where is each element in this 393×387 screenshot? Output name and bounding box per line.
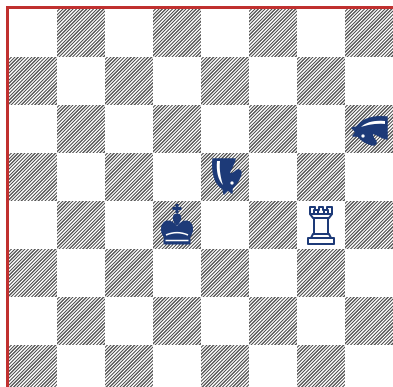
- square-c4[interactable]: [105, 201, 153, 249]
- square-b8[interactable]: [57, 9, 105, 57]
- square-h8[interactable]: [345, 9, 393, 57]
- square-d5[interactable]: [153, 153, 201, 201]
- square-g7[interactable]: [297, 57, 345, 105]
- blue-king-d4[interactable]: [153, 201, 201, 249]
- square-e7[interactable]: [201, 57, 249, 105]
- square-f6[interactable]: [249, 105, 297, 153]
- square-e3[interactable]: [201, 249, 249, 297]
- square-b5[interactable]: [57, 153, 105, 201]
- knight-icon: [345, 105, 393, 153]
- square-h5[interactable]: [345, 153, 393, 201]
- square-e5[interactable]: [201, 153, 249, 201]
- square-g4[interactable]: [297, 201, 345, 249]
- square-h6[interactable]: [345, 105, 393, 153]
- square-g5[interactable]: [297, 153, 345, 201]
- square-h4[interactable]: [345, 201, 393, 249]
- square-c7[interactable]: [105, 57, 153, 105]
- square-g3[interactable]: [297, 249, 345, 297]
- square-c8[interactable]: [105, 9, 153, 57]
- square-e6[interactable]: [201, 105, 249, 153]
- square-d8[interactable]: [153, 9, 201, 57]
- blue-knight-h6[interactable]: [345, 105, 393, 153]
- square-a3[interactable]: [9, 249, 57, 297]
- square-b3[interactable]: [57, 249, 105, 297]
- king-icon: [153, 201, 201, 249]
- square-c6[interactable]: [105, 105, 153, 153]
- square-g8[interactable]: [297, 9, 345, 57]
- chessboard-frame: [6, 6, 393, 387]
- square-g6[interactable]: [297, 105, 345, 153]
- square-f4[interactable]: [249, 201, 297, 249]
- square-d3[interactable]: [153, 249, 201, 297]
- square-f8[interactable]: [249, 9, 297, 57]
- square-f2[interactable]: [249, 297, 297, 345]
- square-b1[interactable]: [57, 345, 105, 387]
- square-c1[interactable]: [105, 345, 153, 387]
- square-a1[interactable]: [9, 345, 57, 387]
- square-a8[interactable]: [9, 9, 57, 57]
- rook-icon: [297, 201, 345, 249]
- square-a6[interactable]: [9, 105, 57, 153]
- square-g1[interactable]: [297, 345, 345, 387]
- square-h7[interactable]: [345, 57, 393, 105]
- square-c3[interactable]: [105, 249, 153, 297]
- square-f1[interactable]: [249, 345, 297, 387]
- square-c2[interactable]: [105, 297, 153, 345]
- square-a4[interactable]: [9, 201, 57, 249]
- blue-knight-e5[interactable]: [201, 153, 249, 201]
- square-h1[interactable]: [345, 345, 393, 387]
- square-g2[interactable]: [297, 297, 345, 345]
- square-d7[interactable]: [153, 57, 201, 105]
- square-b2[interactable]: [57, 297, 105, 345]
- square-h3[interactable]: [345, 249, 393, 297]
- square-e8[interactable]: [201, 9, 249, 57]
- knight-icon: [201, 153, 249, 201]
- chessboard: [9, 9, 393, 387]
- square-d1[interactable]: [153, 345, 201, 387]
- square-a7[interactable]: [9, 57, 57, 105]
- square-b7[interactable]: [57, 57, 105, 105]
- square-e2[interactable]: [201, 297, 249, 345]
- square-e1[interactable]: [201, 345, 249, 387]
- square-b6[interactable]: [57, 105, 105, 153]
- square-f3[interactable]: [249, 249, 297, 297]
- square-f5[interactable]: [249, 153, 297, 201]
- square-h2[interactable]: [345, 297, 393, 345]
- blue-rook-g4[interactable]: [297, 201, 345, 249]
- square-c5[interactable]: [105, 153, 153, 201]
- square-d6[interactable]: [153, 105, 201, 153]
- square-f7[interactable]: [249, 57, 297, 105]
- square-a5[interactable]: [9, 153, 57, 201]
- square-d4[interactable]: [153, 201, 201, 249]
- square-d2[interactable]: [153, 297, 201, 345]
- square-b4[interactable]: [57, 201, 105, 249]
- square-e4[interactable]: [201, 201, 249, 249]
- square-a2[interactable]: [9, 297, 57, 345]
